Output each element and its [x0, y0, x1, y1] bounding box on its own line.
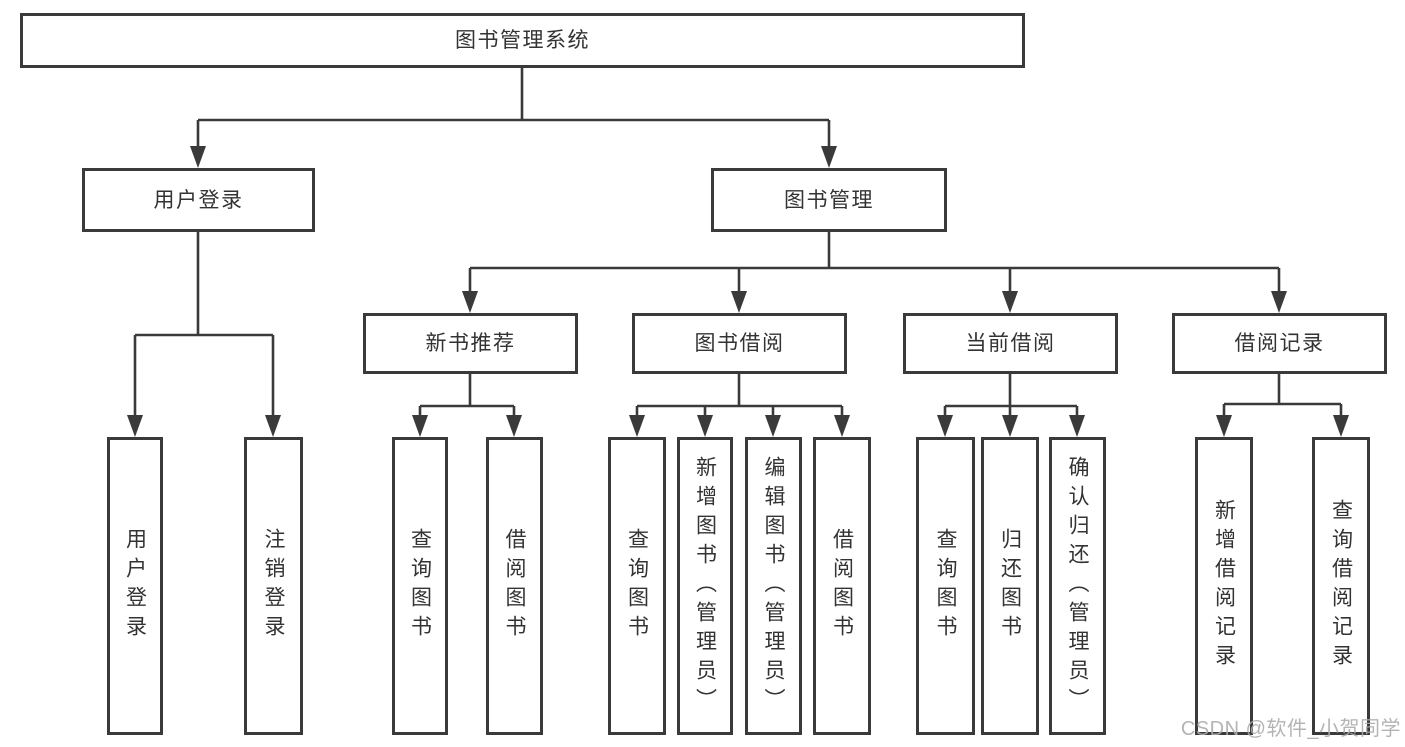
node-label: 查询借阅记录 — [1329, 499, 1353, 673]
node-label: 归还图书 — [998, 528, 1022, 644]
arrowhead-icon — [697, 415, 713, 437]
node-label: 借阅图书 — [830, 528, 854, 644]
node-label: 新增借阅记录 — [1212, 499, 1236, 673]
node-label: 查询图书 — [625, 528, 649, 644]
arrowhead-icon — [834, 415, 850, 437]
node-label: 图书借阅 — [694, 332, 785, 355]
arrowhead-icon — [1216, 415, 1232, 437]
arrowhead-icon — [412, 415, 428, 437]
node-borrowing-records: 借阅记录 — [1172, 313, 1387, 374]
arrowhead-icon — [265, 415, 281, 437]
node-label: 当前借阅 — [965, 332, 1056, 355]
arrowhead-icon — [937, 415, 953, 437]
node-leaf-add-book-admin: 新增图书（管理员） — [677, 437, 733, 735]
node-label: 用户登录 — [153, 188, 244, 212]
arrowhead-icon — [821, 146, 837, 168]
node-leaf-query-borrow-record: 查询借阅记录 — [1312, 437, 1370, 735]
node-leaf-edit-book-admin: 编辑图书（管理员） — [745, 437, 802, 735]
node-label: 新书推荐 — [425, 332, 516, 355]
node-label: 查询图书 — [934, 528, 957, 644]
arrowhead-icon — [462, 291, 478, 313]
node-label: 新增图书（管理员） — [693, 455, 717, 717]
node-label: 确认归还（管理员） — [1066, 455, 1089, 717]
arrowhead-icon — [1271, 291, 1287, 313]
node-user-login: 用户登录 — [82, 168, 315, 232]
node-label: 用户登录 — [123, 528, 147, 644]
node-leaf-query-books-3: 查询图书 — [916, 437, 975, 735]
node-leaf-confirm-return-admin: 确认归还（管理员） — [1049, 437, 1106, 735]
node-leaf-logout: 注销登录 — [244, 437, 303, 735]
arrowhead-icon — [506, 415, 522, 437]
arrowhead-icon — [1002, 291, 1018, 313]
node-label: 图书管理系统 — [455, 29, 590, 52]
node-leaf-add-borrow-record: 新增借阅记录 — [1195, 437, 1253, 735]
arrowhead-icon — [1333, 415, 1349, 437]
node-leaf-borrow-books-1: 借阅图书 — [486, 437, 543, 735]
watermark: CSDN @软件_小贺同学 — [1180, 718, 1401, 740]
arrowhead-icon — [1002, 415, 1018, 437]
node-label: 借阅图书 — [503, 528, 526, 644]
node-leaf-query-books-2: 查询图书 — [608, 437, 666, 735]
node-new-book-recommend: 新书推荐 — [363, 313, 578, 374]
node-label: 查询图书 — [408, 528, 432, 644]
arrowhead-icon — [765, 415, 781, 437]
node-label: 图书管理 — [784, 188, 874, 212]
arrowhead-icon — [629, 415, 645, 437]
arrowhead-icon — [127, 415, 143, 437]
arrowhead-icon — [731, 291, 747, 313]
node-current-borrowing: 当前借阅 — [903, 313, 1118, 374]
node-label: 编辑图书（管理员） — [762, 455, 785, 717]
node-leaf-query-books-1: 查询图书 — [392, 437, 448, 735]
node-leaf-user-login: 用户登录 — [107, 437, 163, 735]
node-leaf-borrow-books-2: 借阅图书 — [813, 437, 871, 735]
arrowhead-icon — [1069, 415, 1085, 437]
node-label: 注销登录 — [262, 528, 285, 644]
node-book-management: 图书管理 — [711, 168, 947, 232]
node-leaf-return-books: 归还图书 — [981, 437, 1039, 735]
arrowhead-icon — [190, 146, 206, 168]
node-system-root: 图书管理系统 — [20, 13, 1025, 68]
node-book-borrowing: 图书借阅 — [632, 313, 847, 374]
node-label: 借阅记录 — [1234, 332, 1325, 355]
